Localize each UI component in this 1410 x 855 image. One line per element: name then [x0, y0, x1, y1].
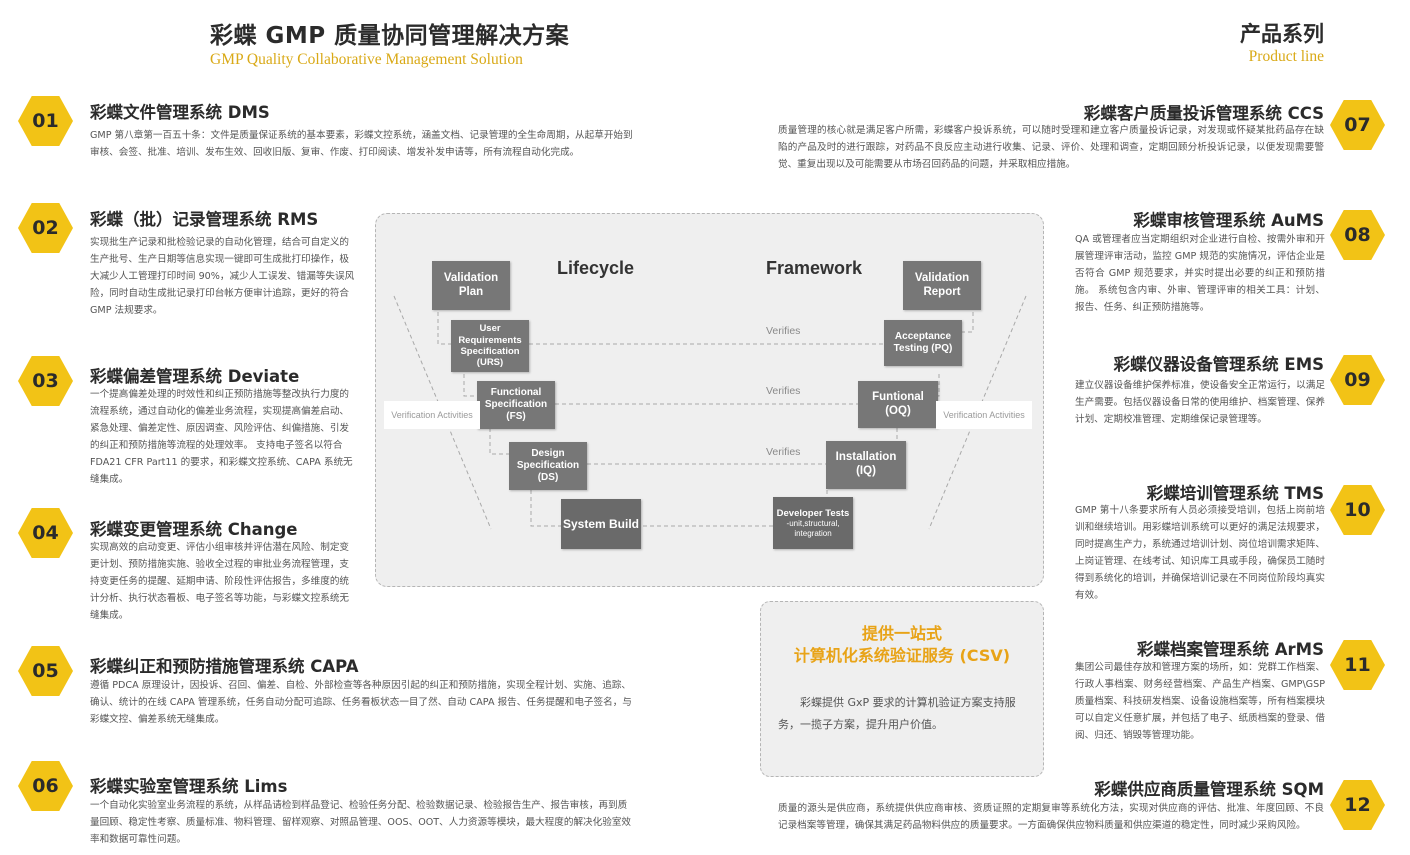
verifies-label: Verifies	[766, 385, 801, 397]
number-badge: 11	[1330, 640, 1385, 690]
page-title: 彩蝶 GMP 质量协同管理解决方案	[210, 23, 570, 49]
module-title: 彩蝶档案管理系统 ArMS	[1137, 640, 1324, 659]
iq-box: Installation (IQ)	[826, 441, 906, 489]
csv-description: 彩蝶提供 GxP 要求的计算机验证方案支持服务，一揽子方案，提升用户价值。	[778, 696, 1016, 731]
number-badge: 07	[1330, 100, 1385, 150]
verification-activities-left: Verification Activities	[384, 401, 480, 429]
module-description: 遵循 PDCA 原理设计，因投诉、召回、偏差、自检、外部检查等各种原因引起的纠正…	[90, 680, 632, 725]
verifies-label: Verifies	[766, 446, 801, 458]
number-badge: 05	[18, 646, 73, 696]
module-title: 彩蝶供应商质量管理系统 SQM	[1094, 780, 1324, 799]
product-line-title: 产品系列	[1240, 22, 1324, 46]
number-badge: 08	[1330, 210, 1385, 260]
verification-activities-right: Verification Activities	[936, 401, 1032, 429]
oq-box: Funtional (OQ)	[858, 381, 938, 428]
module-title: 彩蝶实验室管理系统 Lims	[90, 777, 288, 796]
module-description: 质量的源头是供应商，系统提供供应商审核、资质证照的定期复审等系统化方法，实现对供…	[778, 803, 1324, 831]
module-description: 实现批生产记录和批检验记录的自动化管理，结合可自定义的生产批号、生产日期等信息实…	[90, 237, 355, 316]
number-badge: 04	[18, 508, 73, 558]
csv-title-line1: 提供一站式	[861, 624, 942, 643]
module-title: 彩蝶变更管理系统 Change	[90, 520, 298, 539]
number-badge: 12	[1330, 780, 1385, 830]
framework-label: Framework	[766, 258, 863, 278]
validation-report-box: Validation Report	[903, 261, 981, 310]
module-title: 彩蝶培训管理系统 TMS	[1146, 484, 1324, 503]
module-description: 实现高效的启动变更、评估小组审核并评估潜在风险、制定变更计划、预防措施实施、验收…	[90, 542, 350, 621]
number-badge: 02	[18, 203, 73, 253]
module-description: GMP 第八章第一百五十条：文件是质量保证系统的基本要素，彩蝶文控系统，涵盖文档…	[90, 130, 633, 158]
module-description: 一个自动化实验室业务流程的系统，从样品请检到样品登记、检验任务分配、检验数据记录…	[90, 800, 632, 845]
developer-tests-label: Developer Tests	[776, 507, 850, 519]
csv-title-line2: 计算机化系统验证服务 (CSV)	[793, 646, 1011, 665]
verifies-label: Verifies	[766, 325, 801, 337]
system-build-box: System Build	[561, 499, 641, 549]
developer-tests-box: Developer Tests -unit,structural, integr…	[773, 497, 853, 549]
number-badge: 03	[18, 356, 73, 406]
module-description: 建立仪器设备维护保养标准，使设备安全正常运行，以满足生产需要。包括仪器设备日常的…	[1075, 380, 1325, 425]
page-subtitle: GMP Quality Collaborative Management Sol…	[210, 51, 523, 68]
module-title: 彩蝶纠正和预防措施管理系统 CAPA	[90, 657, 359, 676]
ds-box: Design Specification (DS)	[509, 442, 587, 490]
number-badge: 10	[1330, 485, 1385, 535]
lifecycle-label: Lifecycle	[557, 258, 635, 278]
fs-box: Functional Specification (FS)	[477, 381, 555, 429]
csv-service-panel: 提供一站式 计算机化系统验证服务 (CSV) 彩蝶提供 GxP 要求的计算机验证…	[760, 601, 1044, 777]
module-title: 彩蝶客户质量投诉管理系统 CCS	[1083, 104, 1324, 123]
number-badge: 06	[18, 761, 73, 811]
module-description: QA 或管理者应当定期组织对企业进行自检、按需外审和开展管理评审活动，监控 GM…	[1075, 234, 1325, 313]
pq-box: Acceptance Testing (PQ)	[884, 320, 962, 366]
product-line-subtitle: Product line	[1248, 48, 1324, 65]
module-description: 质量管理的核心就是满足客户所需，彩蝶客户投诉系统，可以随时受理和建立客户质量投诉…	[778, 125, 1324, 170]
module-title: 彩蝶偏差管理系统 Deviate	[90, 367, 300, 386]
module-title: 彩蝶审核管理系统 AuMS	[1133, 211, 1324, 230]
module-title: 彩蝶（批）记录管理系统 RMS	[90, 210, 319, 229]
module-description: GMP 第十八条要求所有人员必须接受培训，包括上岗前培训和继续培训。用彩蝶培训系…	[1075, 505, 1325, 601]
developer-tests-sub: -unit,structural, integration	[786, 519, 840, 538]
v-model-diagram: Lifecycle Framework Validation Plan Vali…	[375, 213, 1044, 587]
number-badge: 01	[18, 96, 73, 146]
number-badge: 09	[1330, 355, 1385, 405]
validation-plan-box: Validation Plan	[432, 261, 510, 310]
urs-box: User Requirements Specification (URS)	[451, 320, 529, 372]
module-description: 一个提高偏差处理的时效性和纠正预防措施等整改执行力度的流程系统，通过自动化的偏差…	[90, 389, 353, 485]
module-title: 彩蝶仪器设备管理系统 EMS	[1113, 355, 1324, 374]
module-description: 集团公司最佳存放和管理方案的场所，如：党群工作档案、行政人事档案、财务经营档案、…	[1075, 662, 1325, 741]
module-title: 彩蝶文件管理系统 DMS	[90, 103, 270, 122]
